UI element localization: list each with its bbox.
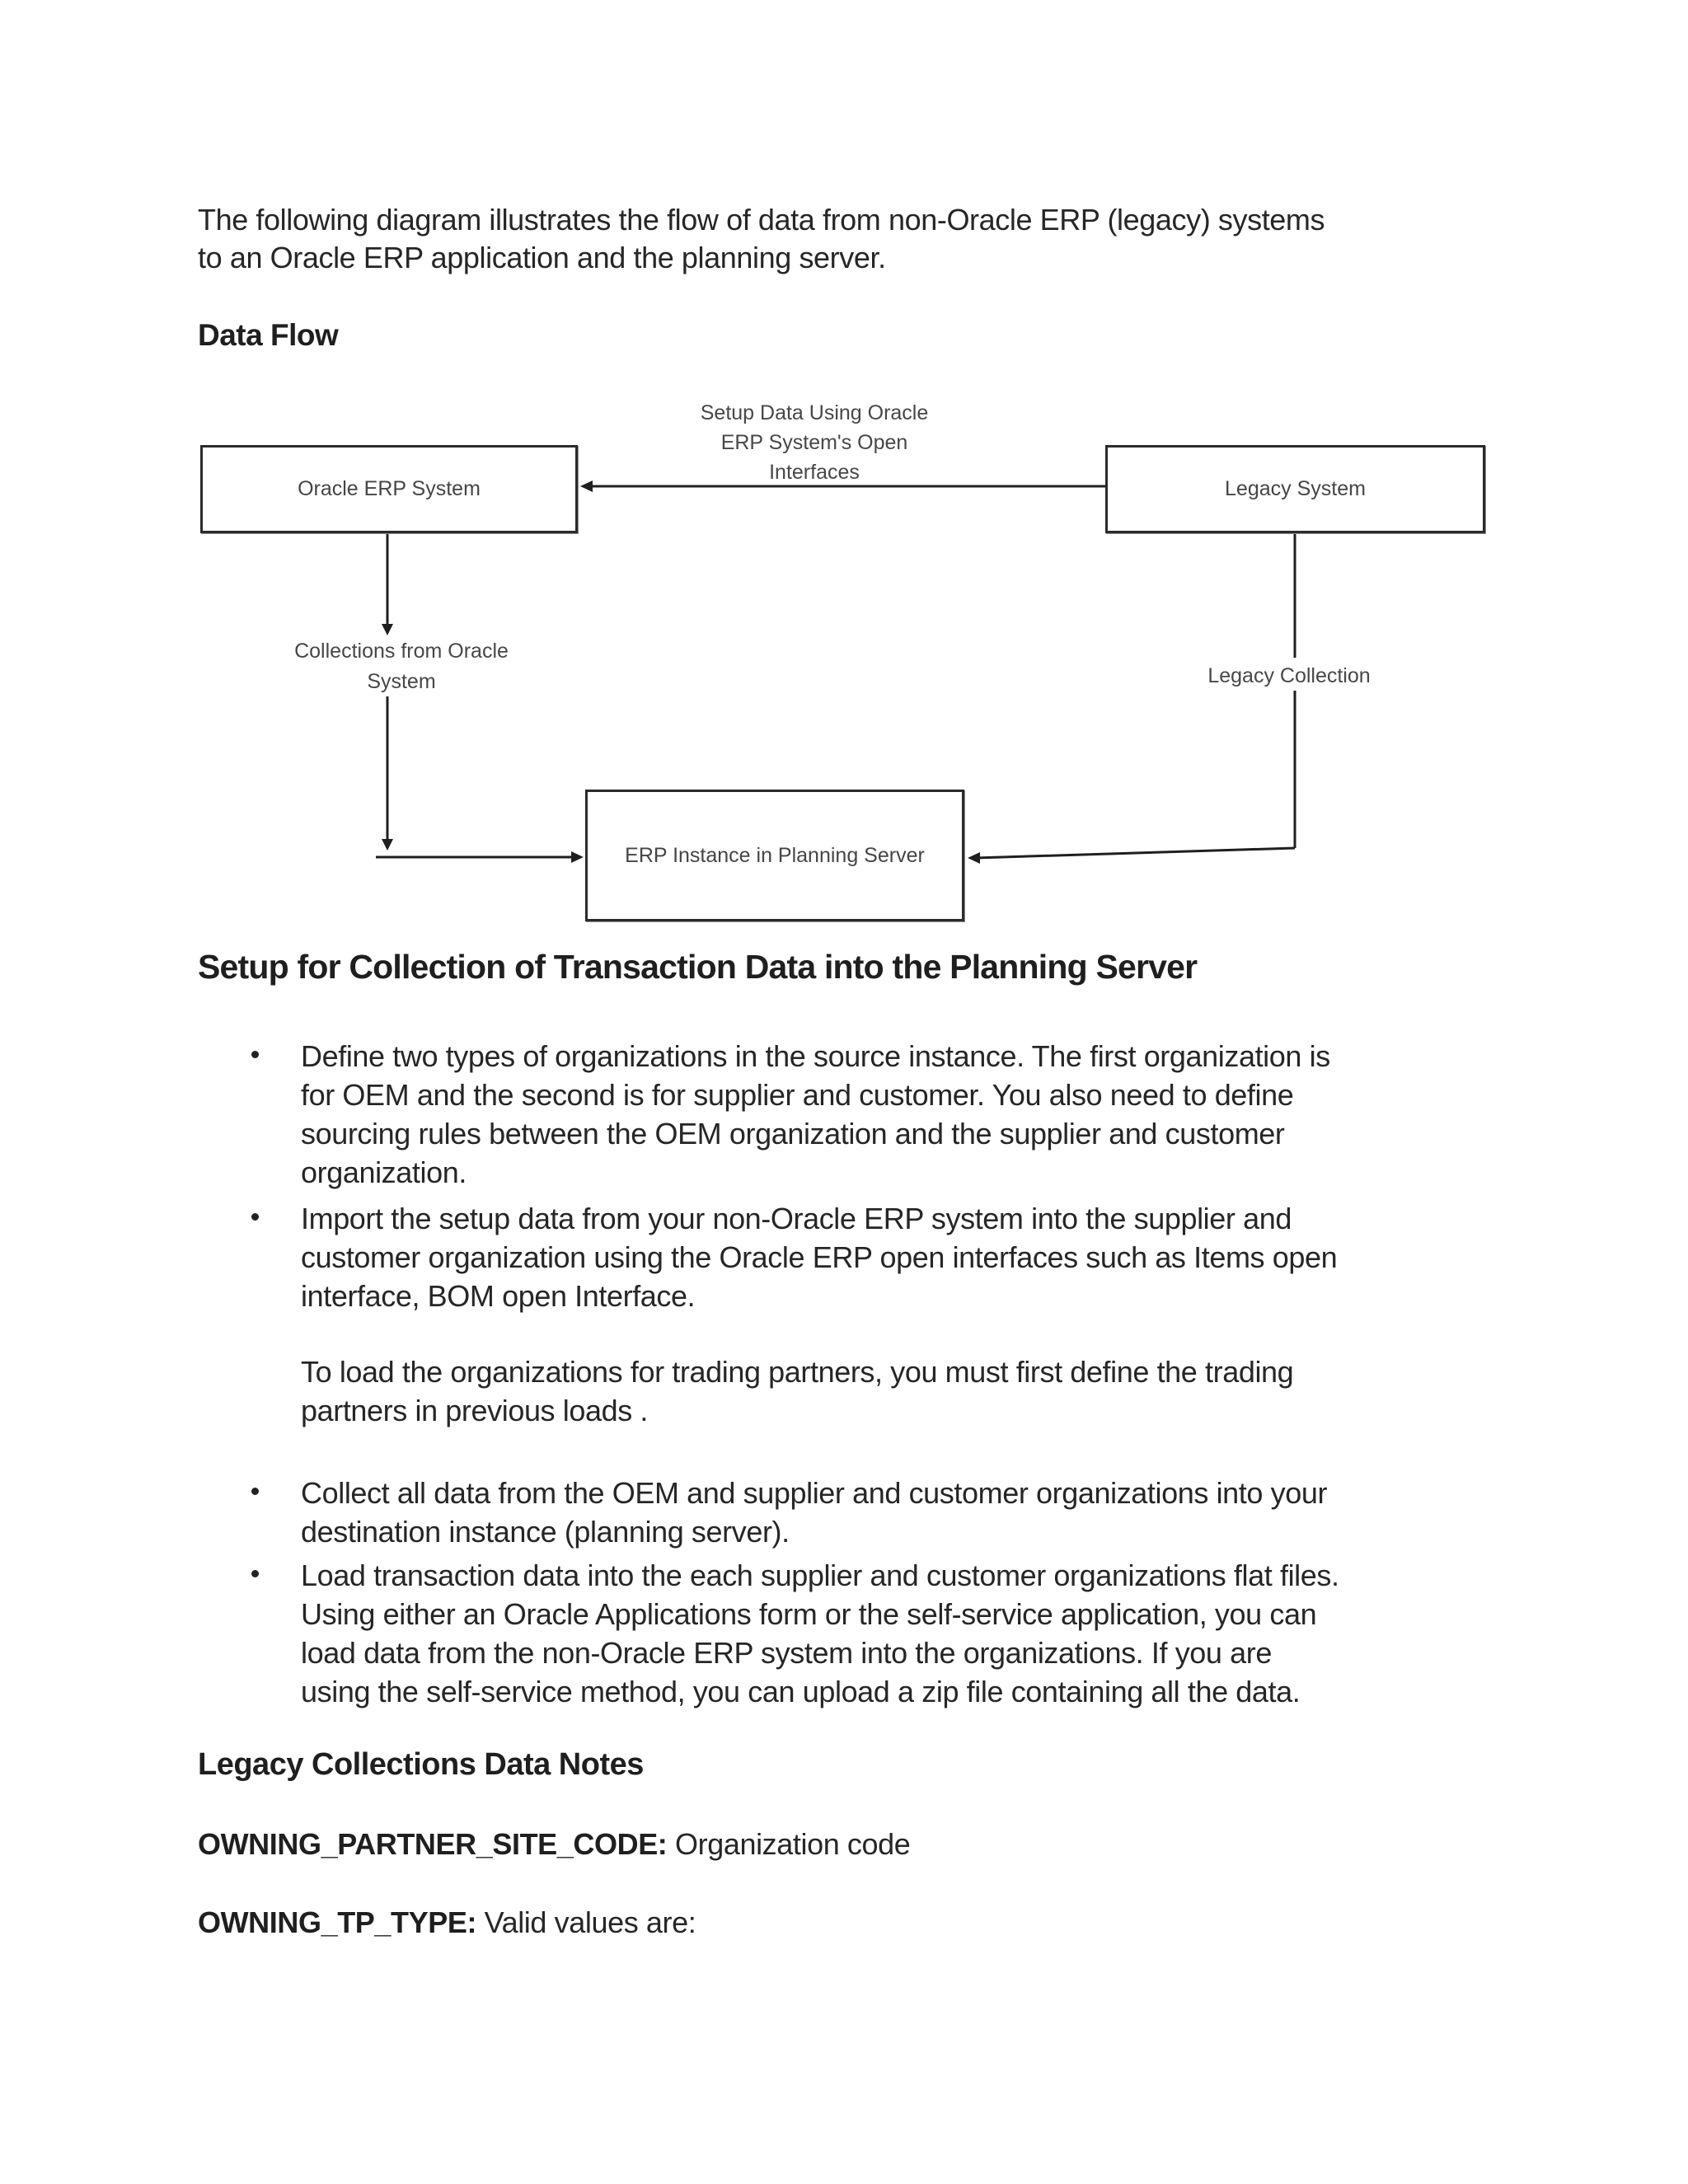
oracle-erp-system-box-label: Oracle ERP System — [298, 477, 481, 500]
collections-from-oracle-label: Collections from Oracle System — [294, 640, 509, 693]
bullet-text: Define two types of organizations in the… — [301, 1039, 1330, 1189]
oracle-erp-system-box: Oracle ERP System — [200, 445, 578, 533]
owning-partner-site-code-line: OWNING_PARTNER_SITE_CODE: Organization c… — [198, 1827, 911, 1862]
bullet-collect-all-data: Collect all data from the OEM and suppli… — [251, 1474, 1537, 1551]
bullet-dot — [251, 1051, 259, 1058]
setup-collection-heading: Setup for Collection of Transaction Data… — [198, 948, 1198, 986]
legacy-system-box: Legacy System — [1105, 445, 1485, 533]
owning-partner-site-code-value: Organization code — [667, 1827, 911, 1861]
erp-instance-planning-server-box: ERP Instance in Planning Server — [585, 790, 964, 921]
arrow-legacy-to-oracle — [580, 480, 1105, 492]
intro-paragraph: The following diagram illustrates the fl… — [198, 203, 1325, 274]
owning-tp-type-label: OWNING_TP_TYPE: — [198, 1905, 477, 1939]
owning-partner-site-code-label: OWNING_PARTNER_SITE_CODE: — [198, 1827, 668, 1861]
legacy-collection-label: Legacy Collection — [1207, 664, 1371, 687]
bullet-dot — [251, 1570, 259, 1577]
legacy-system-box-label: Legacy System — [1225, 477, 1366, 500]
bullet-dot — [251, 1488, 259, 1495]
arrow-oracle-down — [382, 533, 393, 635]
bullet-load-transaction-data: Load transaction data into the each supp… — [251, 1556, 1537, 1711]
erp-instance-planning-server-box-label: ERP Instance in Planning Server — [625, 843, 925, 867]
bullet-text: Import the setup data from your non-Orac… — [301, 1202, 1338, 1313]
arrow-into-erp-right — [968, 846, 1296, 864]
bullet-text: Load transaction data into the each supp… — [301, 1558, 1339, 1708]
owning-tp-type-value: Valid values are: — [476, 1905, 696, 1939]
bullet-define-organizations: Define two types of organizations in the… — [251, 1037, 1537, 1192]
bullet-dot — [251, 1213, 259, 1221]
data-flow-diagram-lines — [376, 480, 1296, 864]
setup-data-open-interfaces-label: Setup Data Using Oracle ERP System's Ope… — [700, 401, 929, 484]
data-flow-heading: Data Flow — [198, 318, 339, 352]
arrow-into-erp-left — [376, 851, 584, 863]
arrow-collections-down — [382, 696, 393, 851]
bullet-import-setup-data: Import the setup data from your non-Orac… — [251, 1199, 1537, 1315]
trading-partners-note: To load the organizations for trading pa… — [301, 1355, 1294, 1427]
legacy-collections-notes-heading: Legacy Collections Data Notes — [198, 1747, 644, 1782]
bullet-text: Collect all data from the OEM and suppli… — [301, 1476, 1328, 1549]
owning-tp-type-line: OWNING_TP_TYPE: Valid values are: — [198, 1905, 696, 1940]
